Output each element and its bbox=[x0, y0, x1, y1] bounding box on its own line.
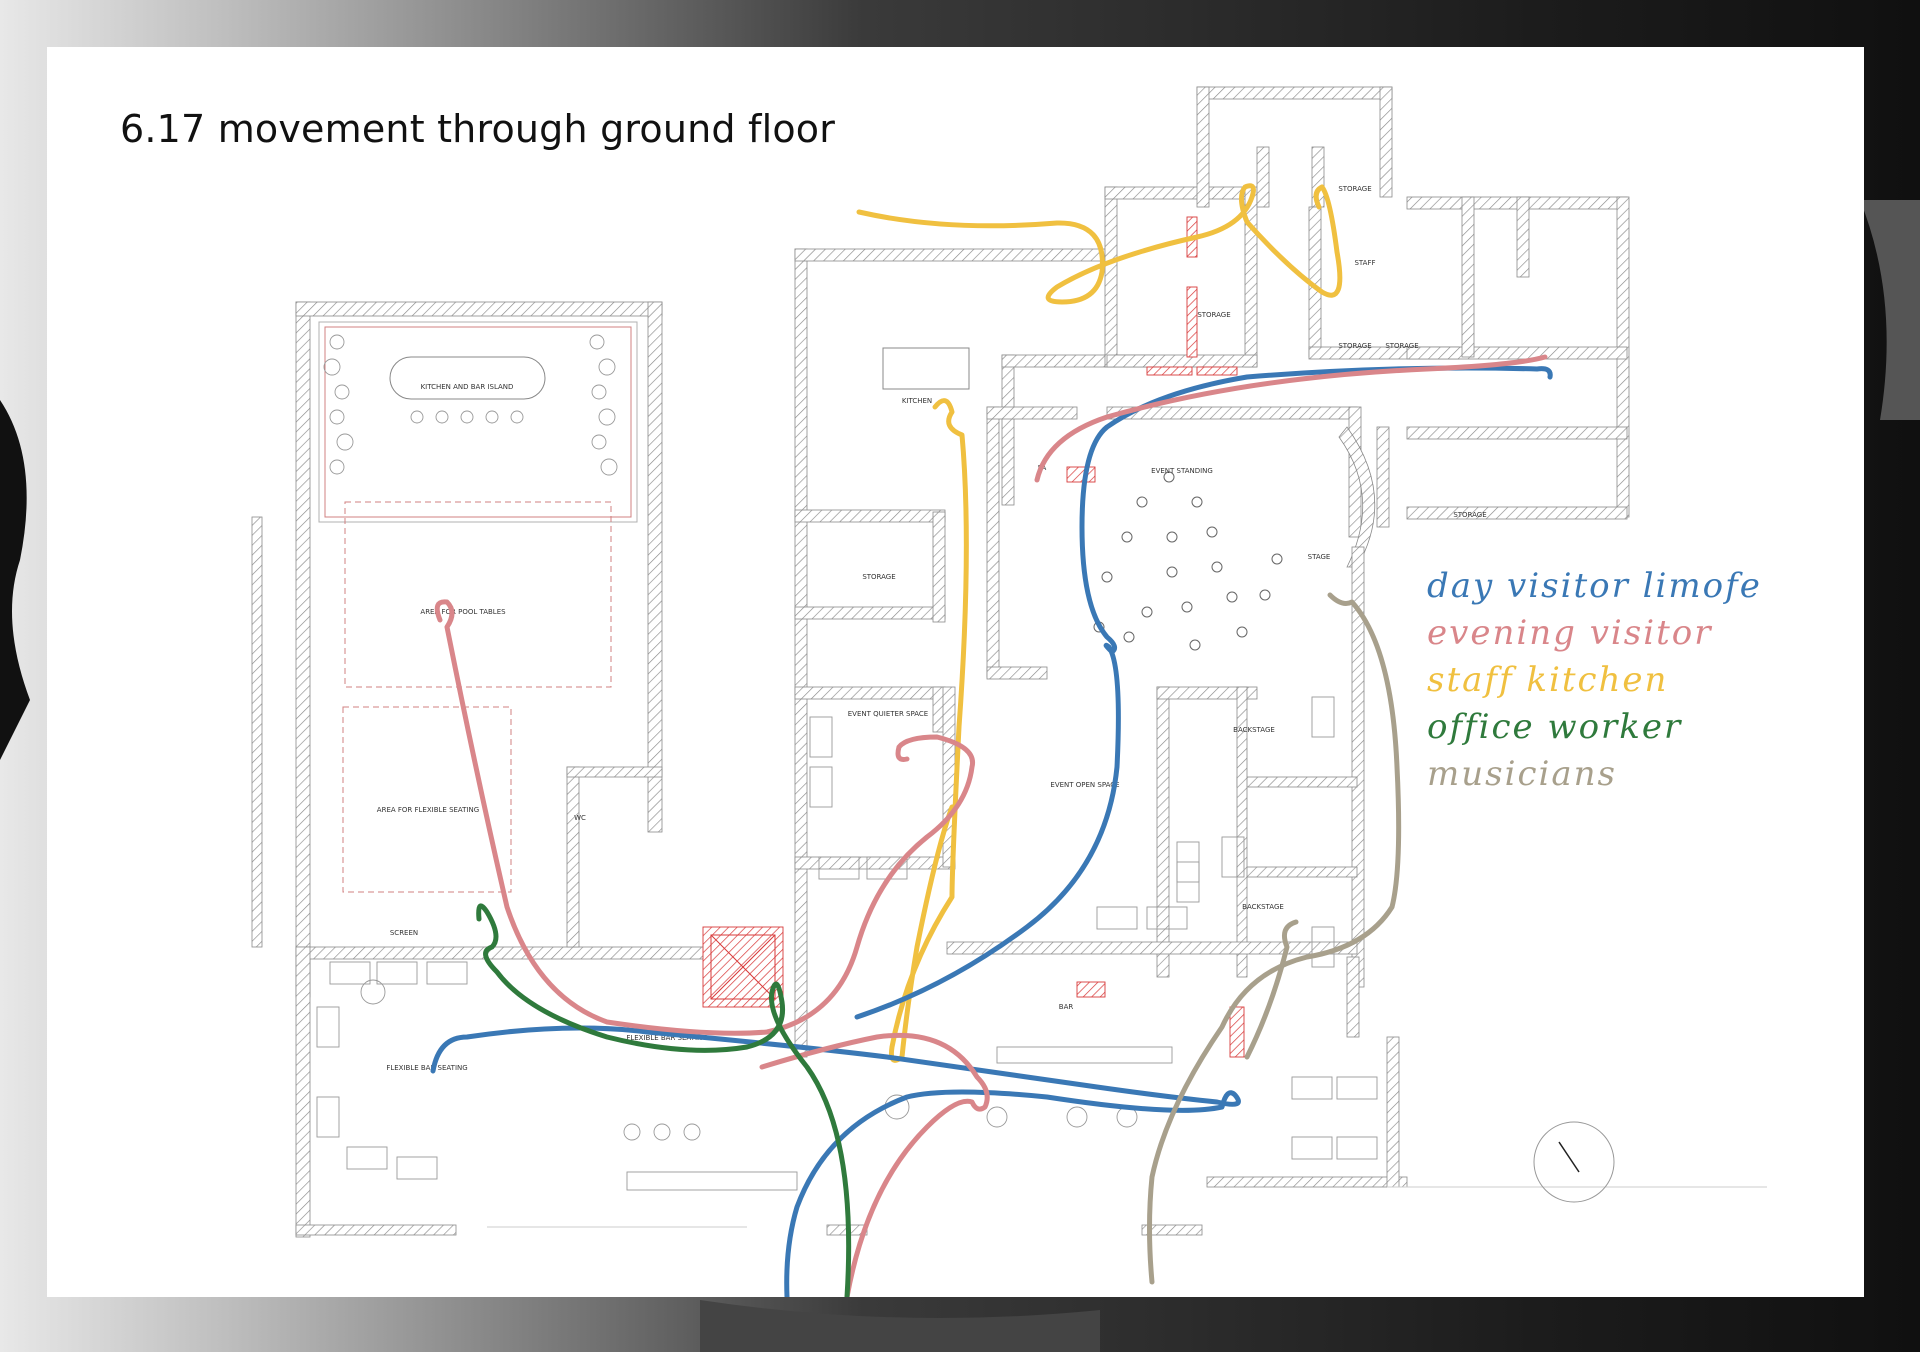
room-labels: KITCHEN AND BAR ISLAND AREA FOR POOL TAB… bbox=[377, 185, 1487, 1072]
movement-paths bbox=[430, 183, 1553, 1297]
outline-lines bbox=[318, 321, 1767, 1228]
room-label-wc: WC bbox=[574, 814, 586, 822]
path-staff-kitchen-trunk bbox=[889, 398, 969, 1063]
room-label-screen: SCREEN bbox=[390, 929, 418, 937]
room-label-storage-top: STORAGE bbox=[1197, 311, 1230, 319]
legend-item: staff kitchen bbox=[1427, 660, 1669, 700]
legend-item: evening visitor bbox=[1427, 613, 1713, 653]
room-label-stage: STAGE bbox=[1308, 553, 1331, 561]
legend-item: office worker bbox=[1427, 707, 1683, 747]
path-musicians bbox=[1147, 592, 1402, 1285]
room-label-staff: STAFF bbox=[1354, 259, 1375, 267]
path-musicians-backstage bbox=[1244, 919, 1299, 1060]
room-label-storage-corner: STORAGE bbox=[1338, 185, 1371, 193]
walls bbox=[251, 86, 1630, 1238]
room-label-event-open-space: EVENT OPEN SPACE bbox=[1050, 781, 1119, 789]
room-label-kitchen: KITCHEN bbox=[902, 397, 932, 405]
room-label-storage-b: STORAGE bbox=[1385, 342, 1418, 350]
page-title: 6.17 movement through ground floor bbox=[120, 107, 836, 151]
room-label-flexible-seating: AREA FOR FLEXIBLE SEATING bbox=[377, 806, 479, 814]
room-label-bar: BAR bbox=[1059, 1003, 1074, 1011]
path-day-visitor-loop bbox=[430, 1025, 1241, 1297]
floor-plan: KITCHEN AND BAR ISLAND AREA FOR POOL TAB… bbox=[251, 86, 1767, 1297]
lift-cross bbox=[710, 934, 776, 1000]
room-label-backstage-bottom: BACKSTAGE bbox=[1242, 903, 1284, 911]
room-label-backstage-top: BACKSTAGE bbox=[1233, 726, 1275, 734]
standing-markers bbox=[1093, 471, 1283, 651]
legend-item: musicians bbox=[1427, 754, 1617, 794]
room-label-event-standing: EVENT STANDING bbox=[1151, 467, 1213, 475]
room-label-event-quieter-space: EVENT QUIETER SPACE bbox=[848, 710, 928, 718]
movement-legend: day visitor limofe evening visitor staff k… bbox=[1427, 563, 1762, 798]
legend-item: day visitor limofe bbox=[1427, 566, 1762, 606]
path-office-worker bbox=[476, 903, 852, 1297]
drawing-sheet: 6.17 movement through ground floor bbox=[47, 47, 1864, 1297]
path-evening-visitor bbox=[434, 599, 976, 1036]
path-day-visitor bbox=[854, 365, 1553, 1020]
room-label-storage-a: STORAGE bbox=[1338, 342, 1371, 350]
room-label-flexible-bar-seating-mid: FLEXIBLE BAR SEATING bbox=[626, 1034, 707, 1042]
path-evening-visitor-bar bbox=[759, 1032, 990, 1297]
room-label-flexible-bar-seating-left: FLEXIBLE BAR SEATING bbox=[386, 1064, 467, 1072]
furniture bbox=[316, 696, 1378, 1191]
room-label-storage-right: STORAGE bbox=[1453, 511, 1486, 519]
path-staff-kitchen bbox=[856, 183, 1343, 305]
room-label-storage-left: STORAGE bbox=[862, 573, 895, 581]
room-label-kitchen-bar-island: KITCHEN AND BAR ISLAND bbox=[421, 383, 514, 391]
round-seats bbox=[323, 334, 1138, 1141]
room-label-pool-tables: AREA FOR POOL TABLES bbox=[420, 608, 506, 616]
path-evening-visitor-right bbox=[1034, 354, 1548, 483]
